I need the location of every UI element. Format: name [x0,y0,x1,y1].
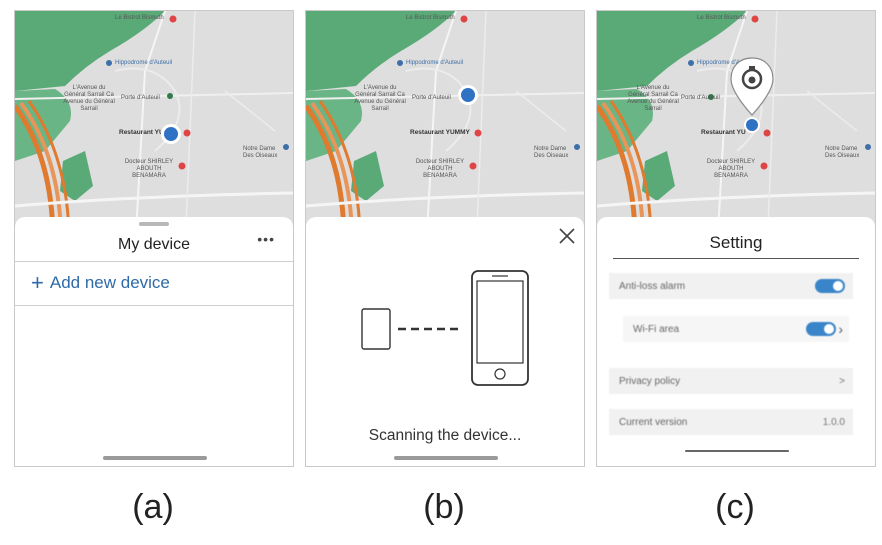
poi-label-avenue: L'Avenue du Général Sarrail Ca Avenue du… [627,85,679,112]
location-dot-icon[interactable] [160,123,182,145]
setting-row-wifi-area[interactable]: Wi-Fi area › [623,316,849,342]
map-view[interactable]: Le Bistrot Bismuth Hippodrome d'Auteuil … [597,11,875,251]
bottom-sheet-my-device: My device ••• + Add new device [15,217,293,466]
poi-label-docteur: Docteur SHIRLEY ABOUTH BENAMARA [415,159,465,179]
poi-label-bistrot: Le Bistrot Bismuth [115,15,164,21]
setting-label: Current version [619,416,688,428]
phone-icon [471,270,529,386]
setting-label: Anti-loss alarm [619,280,686,292]
poi-label-bistrot: Le Bistrot Bismuth [406,15,455,21]
setting-row-anti-loss[interactable]: Anti-loss alarm [609,273,853,299]
scanning-illustration [361,270,529,386]
poi-label-notre-dame: Notre Dame Des Oiseaux [534,146,569,159]
poi-label-avenue: L'Avenue du Général Sarrail Ca Avenue du… [354,85,406,112]
poi-label-restaurant: Restaurant YUMMY [119,129,179,136]
map-graphic [15,11,293,251]
poi-label-docteur: Docteur SHIRLEY ABOUTH BENAMARA [124,159,174,179]
poi-label-porte: Porte d'Auteuil [121,95,160,101]
sheet-divider [15,305,293,306]
poi-label-porte: Porte d'Auteuil [412,95,451,101]
poi-label-porte: Porte d'Auteuil [681,95,720,101]
poi-label-docteur: Docteur SHIRLEY ABOUTH BENAMARA [706,159,756,179]
add-new-device-button[interactable]: + Add new device [31,270,170,295]
add-new-device-label: Add new device [49,273,170,292]
setting-row-version: Current version 1.0.0 [609,409,853,435]
close-icon[interactable] [558,227,576,245]
bottom-sheet-setting: Setting Anti-loss alarm Wi-Fi area › Pri… [597,217,875,466]
map-view[interactable]: Le Bistrot Bismuth Hippodrome d'Auteuil … [306,11,584,251]
poi-label-notre-dame: Notre Dame Des Oiseaux [825,146,860,159]
map-graphic [306,11,584,251]
sheet-grabber[interactable] [139,222,169,226]
setting-label: Privacy policy [619,375,681,387]
poi-label-bistrot: Le Bistrot Bismuth [697,15,746,21]
poi-label-notre-dame: Notre Dame Des Oiseaux [243,146,278,159]
setting-divider [613,258,859,259]
plus-icon: + [31,270,44,295]
sheet-title: My device [117,236,191,253]
sheet-divider [15,261,293,262]
poi-label-avenue: L'Avenue du Général Sarrail Ca Avenue du… [63,85,115,112]
chevron-right-icon: › [838,321,843,337]
poi-label-restaurant: Restaurant YU [701,129,746,136]
tracker-device-icon [361,308,391,350]
poi-label-restaurant: Restaurant YUMMY [410,129,470,136]
scanning-status: Scanning the device... [368,427,522,444]
screen-setting: Le Bistrot Bismuth Hippodrome d'Auteuil … [596,10,876,467]
map-graphic [597,11,875,251]
caption-b: (b) [423,488,465,526]
home-indicator [685,450,789,452]
setting-row-privacy[interactable]: Privacy policy > [609,368,853,394]
location-dot-icon[interactable] [457,84,479,106]
map-view[interactable]: Le Bistrot Bismuth Hippodrome d'Auteuil … [15,11,293,251]
wifi-area-toggle[interactable] [806,322,837,336]
screen-scanning: Le Bistrot Bismuth Hippodrome d'Auteuil … [305,10,585,467]
anti-loss-toggle[interactable] [815,279,845,293]
poi-label-hippodrome: Hippodrome d'Auteuil [697,60,755,66]
bottom-sheet-scanning: Scanning the device... [306,217,584,466]
home-indicator [103,456,207,460]
setting-value: 1.0.0 [822,416,845,428]
more-options-icon[interactable]: ••• [257,231,275,247]
setting-value: > [839,375,845,387]
setting-label: Wi-Fi area [633,323,680,335]
map-pin-icon[interactable] [727,55,777,139]
poi-label-hippodrome: Hippodrome d'Auteuil [115,60,173,66]
poi-label-hippodrome: Hippodrome d'Auteuil [406,60,464,66]
caption-c: (c) [715,488,755,526]
home-indicator [394,456,498,460]
caption-a: (a) [132,488,174,526]
screen-my-device: Le Bistrot Bismuth Hippodrome d'Auteuil … [14,10,294,467]
setting-title: Setting [709,233,763,252]
